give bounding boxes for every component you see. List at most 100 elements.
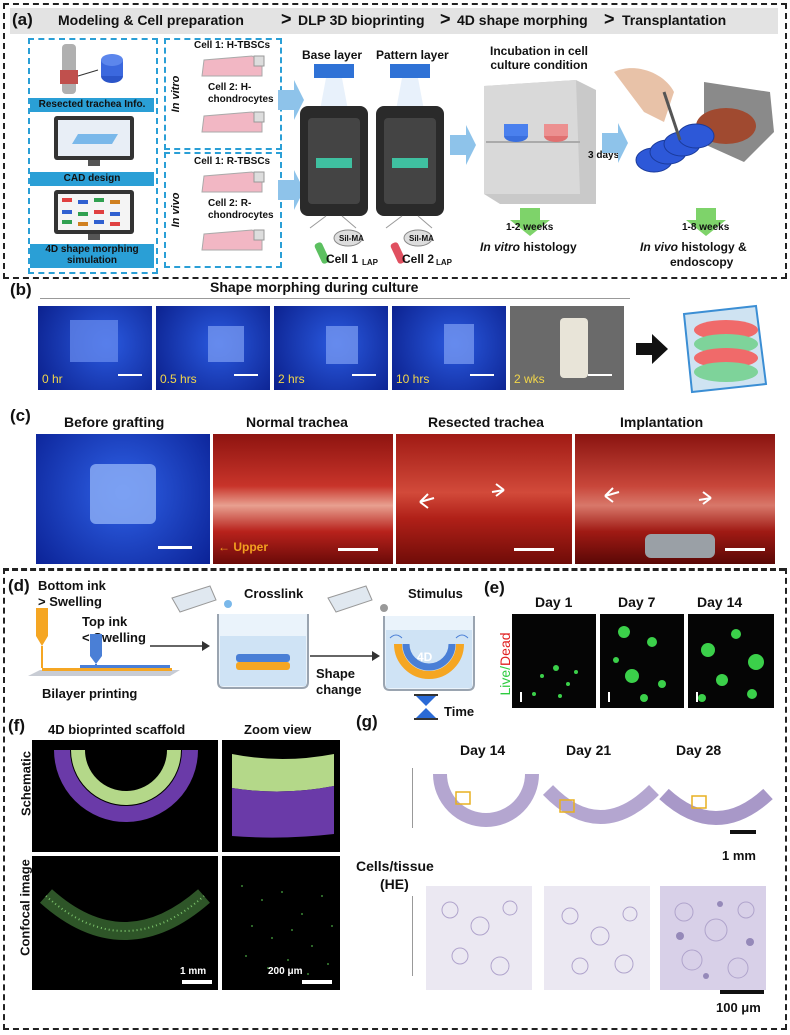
confocal-scale-2: 200 μm (268, 966, 303, 977)
g-divider-top (412, 768, 413, 828)
pipeline-sep-1: > (281, 9, 292, 29)
zoom-col-label: Zoom view (244, 722, 312, 737)
vivo-cell2-label: Cell 2: R-chondrocytes (208, 198, 274, 221)
green-arrow-vivo (686, 208, 726, 236)
cell2-label: Cell 2 (402, 252, 435, 266)
lap-label-1: LAP (362, 258, 378, 267)
resected-trachea-arrows (419, 483, 554, 551)
panel-d-label: (d) (8, 576, 30, 595)
lower-frame (3, 568, 787, 1030)
panel-a-label: (a) (12, 10, 33, 29)
vivo-histology-label: In vivo histology & (640, 240, 747, 254)
bioink-vials (314, 229, 433, 264)
green-arrow-vitro (510, 208, 550, 236)
simulation-label: 4D shape morphing simulation (30, 244, 154, 268)
pipeline-step-2: DLP 3D bioprinting (298, 12, 425, 28)
panel-e-label: (e) (484, 578, 505, 597)
g-day14-label: Day 14 (460, 742, 506, 758)
shape-change-label: Shape change (316, 666, 362, 697)
stimulus-beaker-image (327, 585, 475, 720)
transplant-image (614, 68, 774, 173)
incubation-label: Incubation in cell culture condition (489, 44, 588, 72)
time-label: Time (444, 704, 475, 719)
pipeline-sep-2: > (440, 9, 451, 29)
vitro-flask-2 (201, 111, 265, 133)
schematic-images (32, 740, 340, 852)
cell1-label: Cell 1 (326, 252, 359, 266)
three-days-label: 3 days (588, 150, 620, 161)
arrow-to-incubator (450, 125, 476, 165)
time-label-10hrs: 10 hrs (396, 372, 430, 386)
bilayer-printer-image (28, 608, 180, 676)
pipeline-step-3: 4D shape morphing (457, 12, 588, 28)
he-zoom-images (426, 886, 766, 994)
panel-b-label: (b) (10, 280, 32, 299)
vivo-cell1-label: Cell 1: R-TBSCs (194, 156, 271, 167)
panel-b-title: Shape morphing during culture (210, 279, 419, 295)
in-vivo-label: In vivo (170, 192, 182, 228)
endoscopy-label: endoscopy (670, 255, 734, 269)
live-dead-images (512, 614, 774, 708)
fourd-label: 4D (417, 650, 433, 664)
normal-trachea-scale (338, 548, 378, 551)
trachea-model-image (60, 44, 123, 94)
scaffold-grids (70, 318, 612, 378)
flow-arrows (278, 80, 304, 210)
vitro-histology-italic: In vitro (480, 240, 521, 254)
pattern-layer-label: Pattern layer (376, 48, 449, 62)
arrow-to-stimulus (310, 651, 380, 661)
bottom-ink-label: Bottom ink (38, 578, 106, 593)
resected-trachea-photo (396, 434, 572, 564)
vivo-flask-2 (201, 229, 265, 251)
he-label: (HE) (380, 876, 409, 892)
dlp-printer-2 (376, 64, 444, 229)
simulation-monitor-image (54, 190, 134, 240)
panel-b-rule (40, 298, 630, 299)
in-vitro-label: In vitro (170, 75, 182, 113)
bilayer-printing-label: Bilayer printing (42, 686, 138, 701)
arrow-to-crosslink (150, 641, 210, 651)
dlp-printer-1 (300, 64, 368, 229)
weeks-vivo-label: 1-8 weeks (682, 222, 730, 233)
silma-label-1: Sil-MA (339, 234, 364, 243)
g-day28-label: Day 28 (676, 742, 722, 758)
modeling-box (28, 38, 158, 274)
vitro-cell1-label: Cell 1: H-TBSCs (194, 40, 271, 51)
time-label-0hr: 0 hr (42, 372, 63, 386)
panel-f-label: (f) (8, 716, 25, 735)
g-day21-label: Day 21 (566, 742, 612, 758)
day14-label: Day 14 (697, 594, 743, 610)
implantation-title: Implantation (620, 414, 704, 430)
normal-trachea-photo (213, 434, 393, 564)
pipeline-sep-3: > (604, 9, 615, 29)
bottom-ink-swelling: > Swelling (38, 594, 102, 609)
cad-design-label: CAD design (30, 172, 154, 186)
vitro-histology-rest: histology (520, 240, 577, 254)
he-scale-2: 100 μm (716, 1000, 761, 1015)
panel-g-label: (g) (356, 712, 378, 731)
in-vivo-box (164, 152, 282, 268)
normal-trachea-title: Normal trachea (246, 414, 348, 430)
vivo-flask-1 (201, 171, 265, 193)
resected-trachea-label: Resected trachea Info. (30, 98, 154, 112)
vitro-flask-1 (201, 55, 265, 77)
lap-label-2: LAP (436, 258, 452, 267)
vitro-histology-label: In vitro histology (480, 240, 577, 254)
top-ink-label: Top ink (82, 614, 128, 629)
time-label-2hrs: 2 hrs (278, 372, 305, 386)
confocal-scale-1: 1 mm (180, 966, 207, 977)
cells-tissue-label: Cells/tissue (356, 858, 434, 874)
silma-label-2: Sil-MA (409, 234, 434, 243)
pipeline-step-1: Modeling & Cell preparation (58, 12, 244, 28)
crosslink-label: Crosslink (244, 586, 304, 601)
section-separator (3, 568, 785, 571)
implantation-overlay (604, 487, 765, 558)
panel-a-header (10, 8, 778, 34)
he-scale-1: 1 mm (722, 848, 756, 863)
g-divider-bottom (412, 896, 413, 976)
panel-a (3, 3, 787, 279)
vivo-histology-italic: In vivo (640, 240, 679, 254)
confocal-images (32, 856, 340, 990)
day7-label: Day 7 (618, 594, 656, 610)
time-label-0-5hrs: 0.5 hrs (160, 372, 197, 386)
